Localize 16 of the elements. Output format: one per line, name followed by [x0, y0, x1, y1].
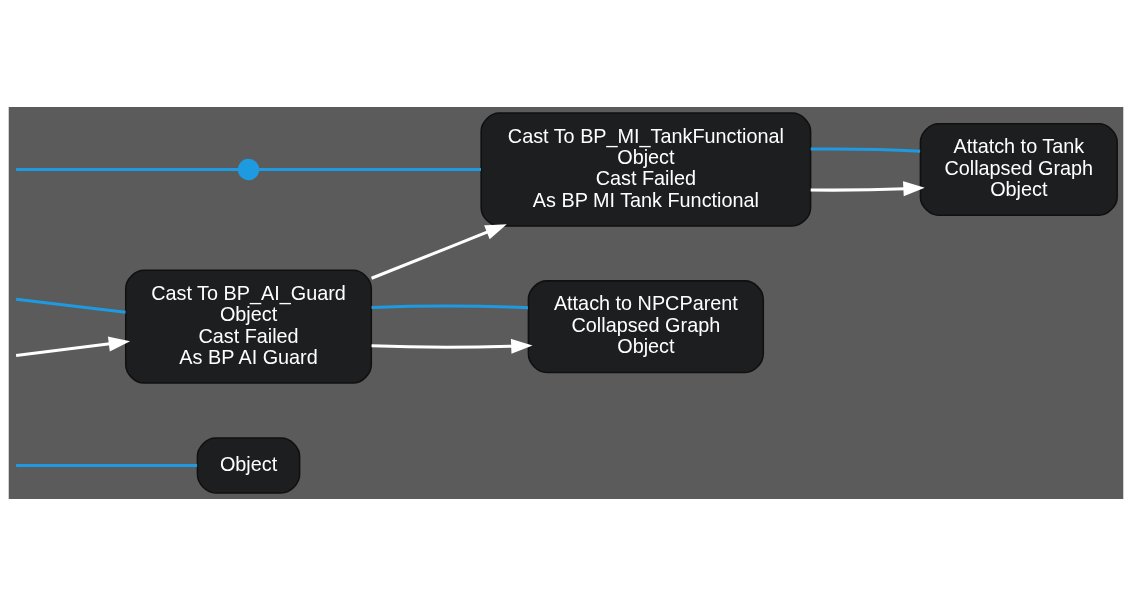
node-circle [237, 158, 260, 180]
connector [16, 463, 198, 467]
arrow [371, 338, 533, 354]
node-box: Attatch to Tank Collapsed Graph Object [919, 122, 1118, 216]
arrow [371, 223, 507, 280]
node-box: Attach to NPCParent Collapsed Graph Object [527, 279, 765, 373]
connector [16, 167, 239, 171]
connector [15, 297, 126, 314]
arrow [810, 180, 925, 196]
connector [259, 167, 481, 171]
connector [810, 146, 921, 153]
node-box: Object [196, 436, 301, 494]
node-box: Cast To BP_AI_Guard Object Cast Failed As BP AI Guard [124, 268, 373, 384]
connector [371, 304, 528, 309]
arrow [15, 336, 131, 357]
node-box: Cast To BP_MI_TankFunctional Object Cast Failed As BP MI Tank Functional [480, 111, 812, 227]
